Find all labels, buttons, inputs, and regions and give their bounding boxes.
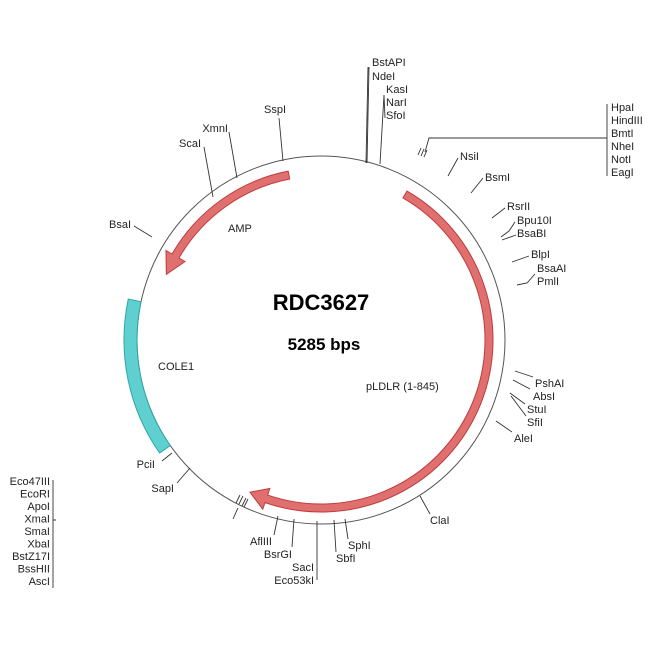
site-label: AflIII	[250, 536, 272, 548]
pldlr-label: pLDLR (1-845)	[366, 381, 439, 393]
site-bsmi[interactable]: BsmI	[470, 172, 510, 194]
plasmid-size: 5285 bps	[288, 335, 361, 354]
site-label: HpaI	[611, 102, 634, 114]
site-label: AbsI	[533, 391, 555, 403]
site-label: SacI	[292, 562, 314, 574]
site-label: XbaI	[27, 539, 50, 551]
site-bsaai-pmli[interactable]: BsaAI PmlI	[516, 263, 566, 288]
site-label: XmnI	[202, 123, 228, 135]
site-label: NotI	[611, 154, 631, 166]
site-label: SbfI	[336, 553, 356, 565]
site-label: ApoI	[27, 501, 50, 513]
plasmid-name: RDC3627	[273, 290, 370, 315]
site-label: EagI	[611, 167, 634, 179]
site-label: AleI	[514, 433, 533, 445]
site-label: PciI	[137, 459, 155, 471]
site-label: ScaI	[179, 138, 201, 150]
amp-label: AMP	[228, 223, 252, 235]
cole1-label: COLE1	[158, 361, 194, 373]
site-label: BsaAI	[537, 263, 566, 275]
site-label: Eco53kI	[274, 575, 314, 587]
site-sapi[interactable]: SapI	[151, 467, 191, 495]
site-label: KasI	[386, 84, 408, 96]
site-label: SspI	[264, 104, 286, 116]
site-label: BstAPI	[372, 57, 406, 69]
site-scai[interactable]: ScaI	[179, 138, 214, 198]
site-sspi[interactable]: SspI	[264, 104, 286, 162]
site-label: BsaI	[109, 219, 131, 231]
site-label: BsmI	[485, 172, 510, 184]
site-label: NarI	[386, 97, 407, 109]
site-xmni[interactable]: XmnI	[202, 123, 238, 179]
site-label: RsrII	[507, 201, 530, 213]
site-label: Bpu10I	[517, 215, 552, 227]
site-sbfi[interactable]: SbfI	[333, 519, 356, 565]
site-label: NsiI	[460, 151, 479, 163]
site-label: BlpI	[531, 249, 550, 261]
site-bsai[interactable]: BsaI	[109, 219, 153, 238]
site-pshai-absi-stui-sfii[interactable]: PshAI AbsI StuI SfiI	[509, 370, 564, 429]
site-saci-eco53ki[interactable]: SacI Eco53kI	[274, 521, 318, 587]
cole1-feature[interactable]	[123, 298, 171, 454]
site-rsrii[interactable]: RsrII	[491, 201, 530, 219]
site-label: SmaI	[24, 526, 50, 538]
site-label: NdeI	[372, 71, 395, 83]
site-sphi[interactable]: SphI	[344, 518, 371, 552]
site-alei[interactable]: AleI	[495, 420, 533, 445]
site-bpu10i-bsabi[interactable]: Bpu10I BsaBI	[500, 215, 552, 241]
site-label: NheI	[611, 141, 634, 153]
site-label: SphI	[348, 540, 371, 552]
pldlr-arrow[interactable]	[249, 190, 494, 513]
site-label: StuI	[527, 404, 547, 416]
site-label: Eco47III	[10, 476, 50, 488]
site-label: XmaI	[24, 514, 50, 526]
site-label: EcoRI	[20, 489, 50, 501]
site-nsii[interactable]: NsiI	[447, 151, 479, 177]
site-label: BssHII	[18, 564, 50, 576]
site-label: BsaBI	[517, 228, 546, 240]
site-label: BsrGI	[264, 549, 292, 561]
site-label: HindIII	[611, 115, 643, 127]
site-blpi[interactable]: BlpI	[511, 249, 550, 263]
site-clai[interactable]: ClaI	[419, 495, 450, 527]
site-label: SfiI	[527, 417, 543, 429]
site-group-mcs-right[interactable]: HpaI HindIII BmtI NheI NotI EagI	[417, 102, 643, 179]
site-bstapi-ndei[interactable]: BstAPI NdeI	[365, 57, 406, 164]
site-group-mcs-left[interactable]: Eco47III EcoRI ApoI XmaI SmaI XbaI BstZ1…	[10, 476, 249, 588]
site-label: AscI	[29, 576, 50, 588]
site-label: PmlI	[537, 276, 559, 288]
site-aflIII[interactable]: AflIII	[250, 515, 279, 548]
site-label: BstZ17I	[12, 551, 50, 563]
site-label: ClaI	[430, 515, 450, 527]
site-pcii[interactable]: PciI	[137, 452, 173, 471]
site-label: PshAI	[535, 378, 564, 390]
site-label: SapI	[151, 483, 174, 495]
site-label: SfoI	[386, 110, 406, 122]
site-bsrgi[interactable]: BsrGI	[264, 518, 295, 561]
site-kasi-nari-sfoi[interactable]: KasI NarI SfoI	[379, 84, 408, 165]
site-label: BmtI	[611, 128, 634, 140]
amp-arrow[interactable]	[165, 170, 291, 276]
